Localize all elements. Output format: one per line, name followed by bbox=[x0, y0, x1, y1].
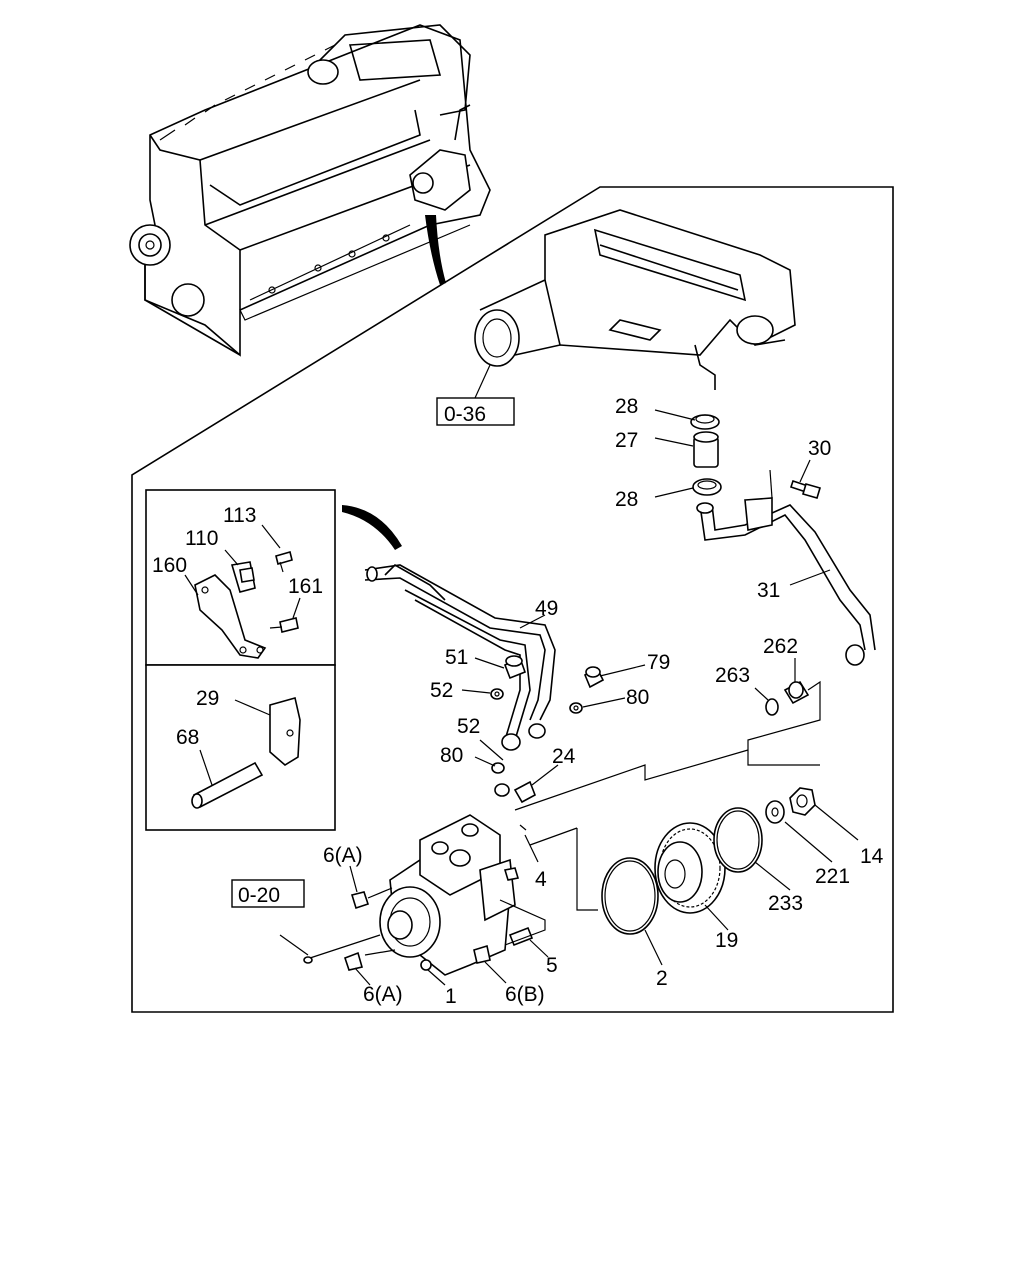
leader-lines bbox=[184, 409, 859, 986]
callout-113[interactable]: 113 bbox=[223, 504, 256, 527]
drive-gear-19-illustration bbox=[654, 822, 726, 914]
clip-29-and-sleeve-68 bbox=[191, 697, 301, 809]
callout-262[interactable]: 262 bbox=[763, 635, 798, 658]
callout-14[interactable]: 14 bbox=[860, 845, 884, 868]
reference-box-top bbox=[436, 397, 515, 426]
callout-49[interactable]: 49 bbox=[535, 597, 558, 620]
callout-80-right[interactable]: 80 bbox=[626, 686, 649, 709]
nut-6a-top-shape bbox=[350, 891, 370, 910]
washer-221-illustration bbox=[765, 800, 785, 824]
callout-160[interactable]: 160 bbox=[152, 554, 187, 577]
nut-14-illustration bbox=[789, 787, 816, 816]
callout-110[interactable]: 110 bbox=[185, 527, 218, 550]
callout-52-upper[interactable]: 52 bbox=[430, 679, 453, 702]
nut-6b-shape bbox=[473, 944, 491, 964]
callout-1[interactable]: 1 bbox=[445, 985, 457, 1008]
reference-label-top[interactable]: 0-36 bbox=[444, 403, 486, 426]
callout-5[interactable]: 5 bbox=[546, 954, 558, 977]
supply-pump-illustration bbox=[379, 814, 520, 976]
o-ring-233-illustration bbox=[713, 807, 763, 873]
fitting-262-263 bbox=[514, 680, 821, 811]
callout-28-lower[interactable]: 28 bbox=[615, 488, 638, 511]
callout-233[interactable]: 233 bbox=[768, 892, 803, 915]
callout-24[interactable]: 24 bbox=[552, 745, 576, 768]
callout-30[interactable]: 30 bbox=[808, 437, 831, 460]
inset-box-lower bbox=[145, 664, 336, 831]
hose-and-clamps bbox=[690, 414, 722, 496]
reference-box-left bbox=[231, 879, 305, 908]
callout-4[interactable]: 4 bbox=[535, 868, 547, 891]
detail-frame bbox=[131, 186, 894, 1013]
callout-52-lower[interactable]: 52 bbox=[457, 715, 480, 738]
nut-6a-bottom-shape bbox=[343, 951, 364, 971]
callout-31[interactable]: 31 bbox=[757, 579, 780, 602]
callout-80-left[interactable]: 80 bbox=[440, 744, 463, 767]
callout-6a-lower[interactable]: 6(A) bbox=[363, 983, 403, 1006]
callout-27[interactable]: 27 bbox=[615, 429, 638, 452]
callout-29[interactable]: 29 bbox=[196, 687, 219, 710]
callout-6a-upper[interactable]: 6(A) bbox=[323, 844, 363, 867]
inset-pointer-arrow bbox=[342, 505, 402, 550]
callout-161[interactable]: 161 bbox=[288, 575, 323, 598]
callout-51[interactable]: 51 bbox=[445, 646, 468, 669]
reference-label-left[interactable]: 0-20 bbox=[238, 884, 280, 907]
banjo-bolts-and-washers bbox=[490, 655, 605, 831]
callout-68[interactable]: 68 bbox=[176, 726, 199, 749]
callout-79[interactable]: 79 bbox=[647, 651, 670, 674]
callout-263[interactable]: 263 bbox=[715, 664, 750, 687]
callout-28-upper[interactable]: 28 bbox=[615, 395, 638, 418]
engine-block-illustration bbox=[129, 24, 491, 357]
callout-labels: 28 27 28 30 31 113 110 160 161 29 68 49 … bbox=[152, 395, 884, 1008]
fuel-pipe-49 bbox=[364, 564, 556, 741]
intake-manifold-illustration bbox=[474, 209, 796, 390]
o-ring-2-illustration bbox=[601, 857, 659, 935]
callout-19[interactable]: 19 bbox=[715, 929, 738, 952]
fuel-return-pipe bbox=[696, 469, 876, 666]
callout-221[interactable]: 221 bbox=[815, 865, 850, 888]
callout-2[interactable]: 2 bbox=[656, 967, 668, 990]
callout-6b[interactable]: 6(B) bbox=[505, 983, 545, 1006]
bracket-160-illustration bbox=[194, 551, 299, 659]
